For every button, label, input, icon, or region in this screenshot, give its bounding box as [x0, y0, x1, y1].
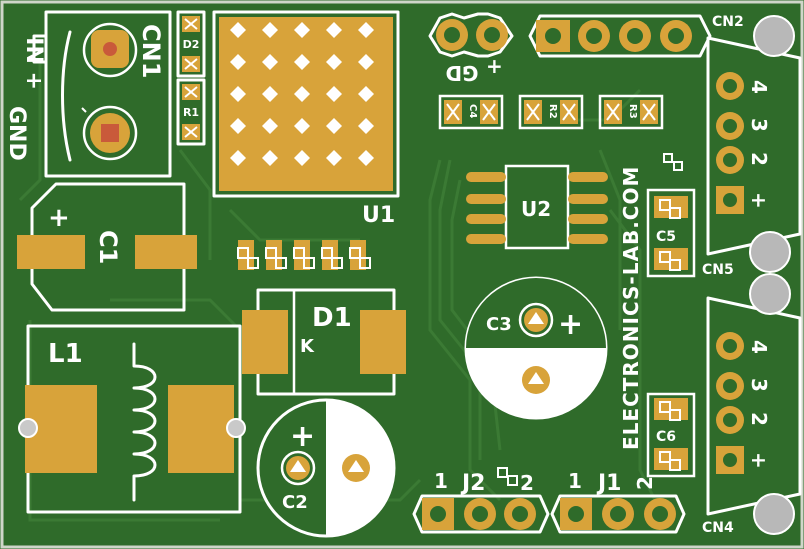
cn5-pin-plus: + — [747, 192, 771, 209]
cn5-pin-3: 3 — [747, 118, 771, 132]
j2-pin1-label: 1 — [434, 469, 448, 493]
d1-diode — [242, 288, 406, 396]
c6-label: C6 — [656, 429, 676, 445]
cn4-pin-3: 3 — [747, 378, 771, 392]
c5-part — [646, 153, 696, 278]
c3-capacitor — [464, 276, 608, 420]
mounting-holes — [749, 15, 795, 535]
j1-label: J1 — [596, 471, 622, 496]
c4-part — [438, 94, 504, 130]
u1-label: U1 — [362, 203, 395, 228]
c2-label: C2 — [282, 492, 308, 513]
cn5-label: CN5 — [702, 262, 734, 278]
j2-pin2-label: 2 — [520, 471, 534, 495]
gnd-label: GND — [4, 106, 29, 161]
c6-part — [646, 392, 696, 478]
top-plus-label: + — [486, 54, 503, 78]
cn4-label: CN4 — [702, 520, 734, 536]
cn2-label: CN2 — [712, 14, 744, 30]
r3-part — [598, 94, 664, 130]
l1-inductor — [18, 324, 246, 514]
cn5-pin-4: 4 — [747, 80, 771, 94]
c3-plus-label: + — [558, 307, 583, 342]
l1-label: L1 — [48, 339, 83, 369]
cn4-pin-plus: + — [747, 452, 771, 469]
c1-label: C1 — [94, 230, 122, 264]
r3-label: R3 — [627, 104, 638, 119]
c3-label: C3 — [486, 314, 512, 335]
cn4-pin-4: 4 — [747, 340, 771, 354]
r1-label: R1 — [183, 106, 199, 119]
gd-label: GD — [445, 61, 478, 85]
j2-label: J2 — [460, 471, 486, 496]
j2-header — [412, 467, 550, 534]
r1-part — [176, 78, 206, 146]
cn5-pin-2: 2 — [747, 152, 771, 166]
u2-chip — [466, 164, 608, 250]
c5-label: C5 — [656, 229, 676, 245]
cn4-pin-2: 2 — [747, 412, 771, 426]
cn1-connector — [32, 10, 172, 178]
k-label: K — [300, 336, 315, 357]
u2-label: U2 — [521, 197, 551, 221]
c1-capacitor — [17, 182, 197, 312]
d2-label: D2 — [183, 38, 200, 51]
j1-header — [550, 494, 686, 534]
r2-part — [518, 94, 584, 130]
r2-label: R2 — [547, 104, 558, 119]
j1-pin1-label: 1 — [568, 469, 582, 493]
c2-capacitor — [256, 398, 396, 538]
u1-chip — [212, 10, 400, 198]
j1-pin2-label: 2 — [633, 476, 657, 490]
brand-text: ELECTRONICS-LAB.COM — [619, 166, 643, 450]
cn4-connector — [706, 296, 802, 516]
top-4pin-header — [528, 14, 712, 58]
c4-label: C4 — [467, 104, 478, 118]
in-plus-label: IN + — [21, 37, 46, 90]
c1-plus-label: + — [48, 203, 70, 233]
c2-plus-label: + — [290, 419, 315, 454]
cn1-label: CN1 — [137, 24, 165, 78]
d2-part — [176, 10, 206, 78]
resistor-array — [237, 240, 371, 270]
gd-header — [428, 12, 514, 58]
d1-label: D1 — [312, 303, 352, 333]
